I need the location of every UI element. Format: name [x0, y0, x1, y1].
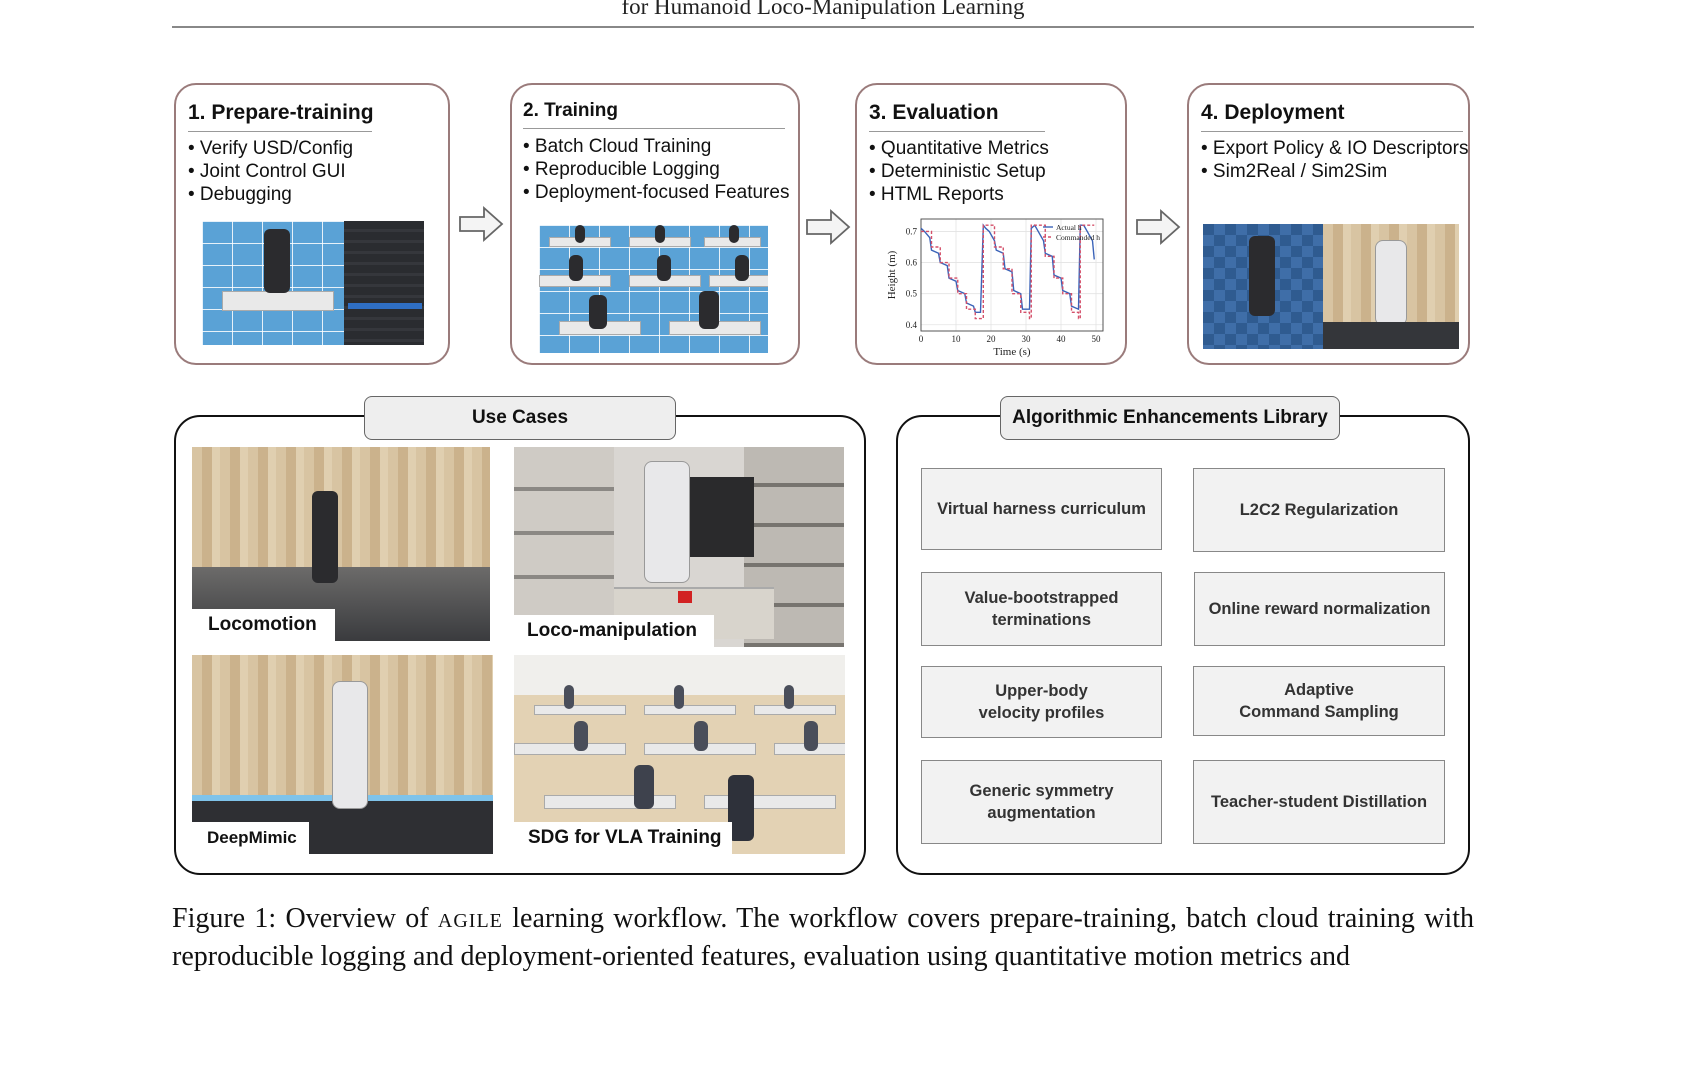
- stage-title-rule: [869, 131, 1045, 132]
- stage-prepare-training: 1. Prepare-training • Verify USD/Config …: [174, 83, 450, 365]
- stage-title: 1. Prepare-training: [188, 101, 374, 125]
- figure-caption: Figure 1: Overview of agile learning wor…: [172, 900, 1474, 976]
- use-case-label: SDG for VLA Training: [514, 822, 732, 854]
- header-rule: [172, 26, 1474, 28]
- arrow-right-icon: [805, 209, 851, 245]
- sdg-vla-photo: SDG for VLA Training: [514, 655, 845, 854]
- stage-title: 3. Evaluation: [869, 101, 999, 125]
- arrow-right-icon: [1135, 209, 1181, 245]
- x-tick-label: 50: [1092, 334, 1102, 344]
- bullet: • Reproducible Logging: [523, 158, 789, 181]
- x-tick-label: 40: [1057, 334, 1067, 344]
- paper-running-title: for Humanoid Loco-Manipulation Learning: [172, 0, 1474, 20]
- bullet: • Deployment-focused Features: [523, 181, 789, 204]
- algorithmic-enhancements-title: Algorithmic Enhancements Library: [1000, 396, 1340, 440]
- x-axis-label: Time (s): [993, 346, 1031, 358]
- algo-upper-body-velocity-profiles: Upper-body velocity profiles: [921, 666, 1162, 738]
- use-case-label: DeepMimic: [192, 822, 309, 854]
- bullet: • Debugging: [188, 183, 353, 206]
- stage-deployment: 4. Deployment • Export Policy & IO Descr…: [1187, 83, 1470, 365]
- y-tick-label: 0.6: [906, 258, 918, 268]
- x-tick-label: 30: [1022, 334, 1032, 344]
- bullet: • Quantitative Metrics: [869, 137, 1049, 160]
- x-tick-label: 0: [919, 334, 924, 344]
- x-tick-label: 20: [987, 334, 997, 344]
- algo-generic-symmetry-augmentation: Generic symmetry augmentation: [921, 760, 1162, 844]
- bullet: • Export Policy & IO Descriptors: [1201, 137, 1468, 160]
- arrow-right-icon: [458, 206, 504, 242]
- deepmimic-photo: DeepMimic: [192, 655, 493, 854]
- real-deployment-image: [1323, 224, 1459, 349]
- stage-bullets: • Export Policy & IO Descriptors • Sim2R…: [1201, 137, 1468, 183]
- bullet: • Batch Cloud Training: [523, 135, 789, 158]
- caption-framework-name: agile: [438, 903, 503, 934]
- y-tick-label: 0.4: [906, 320, 918, 330]
- bullet: • HTML Reports: [869, 183, 1049, 206]
- algo-adaptive-command-sampling: Adaptive Command Sampling: [1193, 666, 1445, 736]
- stage-training: 2. Training • Batch Cloud Training • Rep…: [510, 83, 800, 365]
- locomotion-photo: Locomotion: [192, 447, 490, 641]
- stage-title-rule: [1201, 131, 1463, 132]
- stage-evaluation: 3. Evaluation • Quantitative Metrics • D…: [855, 83, 1127, 365]
- stage-title: 4. Deployment: [1201, 101, 1345, 125]
- loco-manipulation-photo: Loco-manipulation: [514, 447, 844, 647]
- stage-title-rule: [523, 128, 785, 129]
- y-axis-label: Height (m): [886, 250, 898, 299]
- legend-label: Actual h: [1056, 223, 1082, 232]
- y-tick-label: 0.5: [906, 289, 918, 299]
- stage-bullets: • Quantitative Metrics • Deterministic S…: [869, 137, 1049, 206]
- stage-bullets: • Batch Cloud Training • Reproducible Lo…: [523, 135, 789, 204]
- bullet: • Deterministic Setup: [869, 160, 1049, 183]
- algo-online-reward-normalization: Online reward normalization: [1194, 572, 1445, 646]
- bullet: • Verify USD/Config: [188, 137, 353, 160]
- algo-virtual-harness-curriculum: Virtual harness curriculum: [921, 468, 1162, 550]
- legend-label: Commanded h: [1056, 233, 1100, 242]
- algo-teacher-student-distillation: Teacher-student Distillation: [1193, 760, 1445, 844]
- prepare-training-screenshot: [202, 221, 424, 345]
- bullet: • Sim2Real / Sim2Sim: [1201, 160, 1468, 183]
- sim-deployment-image: [1203, 224, 1323, 349]
- algo-l2c2-regularization: L2C2 Regularization: [1193, 468, 1445, 552]
- use-cases-title: Use Cases: [364, 396, 676, 440]
- stage-bullets: • Verify USD/Config • Joint Control GUI …: [188, 137, 353, 206]
- caption-prefix: Figure 1: Overview of: [172, 903, 438, 934]
- y-tick-label: 0.7: [906, 226, 918, 236]
- x-tick-label: 10: [952, 334, 962, 344]
- use-case-label: Loco-manipulation: [514, 615, 714, 647]
- bullet: • Joint Control GUI: [188, 160, 353, 183]
- algo-value-bootstrapped-terminations: Value-bootstrapped terminations: [921, 572, 1162, 646]
- stage-title: 2. Training: [523, 100, 618, 122]
- use-case-label: Locomotion: [192, 609, 335, 641]
- stage-title-rule: [188, 131, 372, 132]
- batch-training-scene: [539, 225, 768, 353]
